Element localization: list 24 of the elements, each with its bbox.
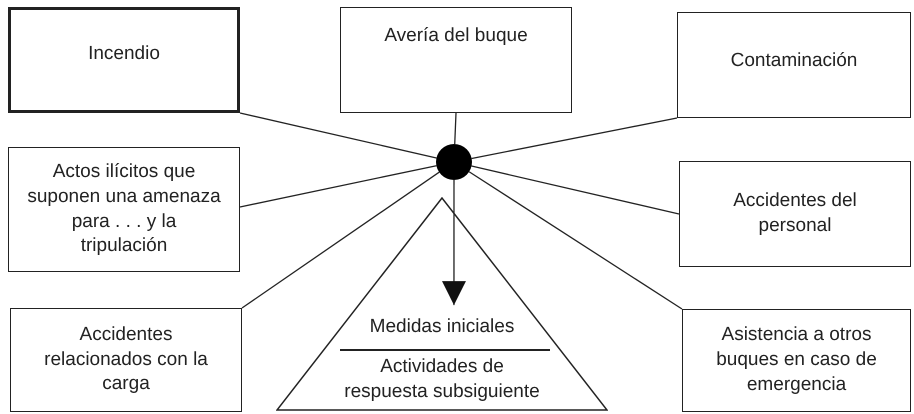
arrow	[442, 180, 466, 306]
category-box	[677, 12, 911, 118]
category-box	[10, 308, 242, 412]
box-label: Contaminación	[730, 48, 858, 73]
connector-line	[242, 172, 440, 309]
connector-line	[472, 117, 678, 160]
connector-line	[468, 171, 682, 310]
category-box	[682, 309, 911, 412]
box-label: Asistencia a otros buques en caso de emergencia	[715, 323, 878, 397]
box-label: Actos ilícitos que suponen una amenaza para . . . y la tripulación	[26, 160, 222, 258]
box-label: Accidentes del personal	[732, 189, 858, 238]
triangle-text: Actividades de respuesta subsiguiente	[343, 355, 541, 404]
connector-line	[454, 112, 457, 144]
box-label: Accidentes relacionados con la carga	[43, 322, 209, 396]
connector-line	[240, 165, 437, 208]
triangle-text: Medidas iniciales	[368, 315, 516, 339]
box-label: Incendio	[88, 42, 160, 66]
category-box	[8, 147, 240, 272]
category-box	[8, 7, 240, 113]
connector-line	[240, 112, 437, 159]
category-box	[340, 7, 572, 113]
box-label: Avería del buque	[384, 24, 528, 48]
connector-line	[471, 165, 680, 215]
category-box	[679, 161, 911, 267]
